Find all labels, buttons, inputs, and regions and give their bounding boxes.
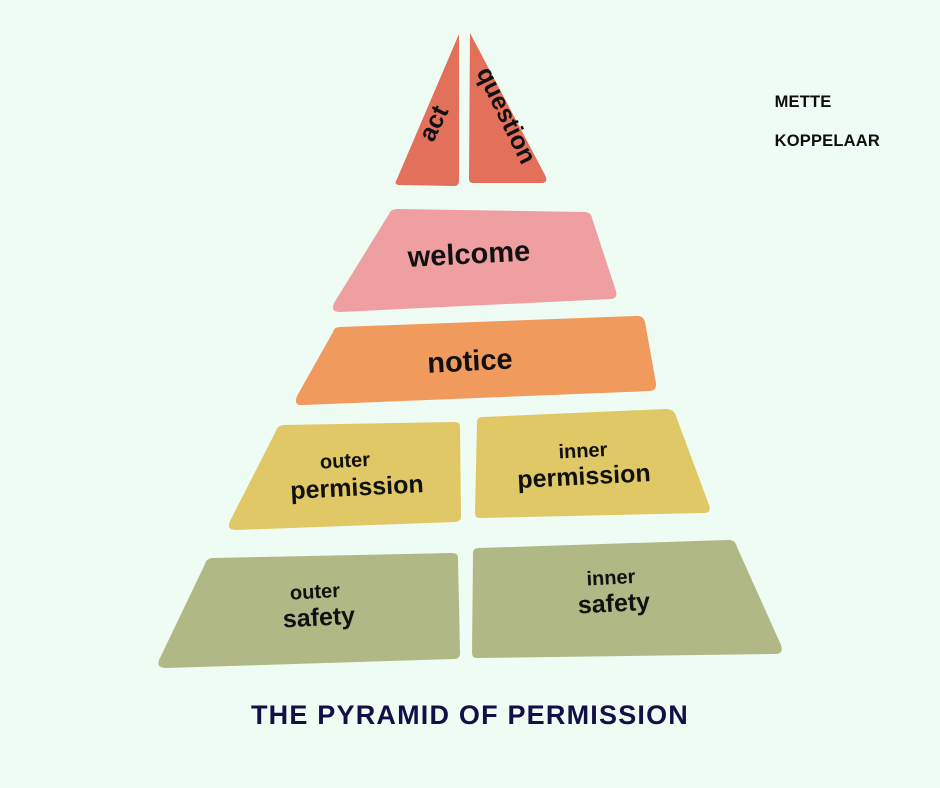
tier-5-block-inner-safety[interactable] xyxy=(472,539,782,658)
pyramid-tier-1: act question xyxy=(395,33,547,186)
tier-1-block-question[interactable] xyxy=(469,33,547,183)
tier-4-block-outer-permission[interactable] xyxy=(228,422,461,530)
tier-5-label-inner-small: inner xyxy=(586,566,636,591)
tier-3-block-notice[interactable] xyxy=(295,315,657,406)
tier-4-label-outer-large: permission xyxy=(290,470,425,505)
pyramid-tier-4: outer permission inner permission xyxy=(228,409,710,530)
author-credit-line-1: METTE xyxy=(774,93,832,112)
poster-caption: THE PYRAMID OF PERMISSION xyxy=(250,700,690,730)
tier-4-block-inner-permission[interactable] xyxy=(475,409,710,518)
tier-5-label-outer-large: safety xyxy=(282,602,356,634)
tier-5-block-outer-safety[interactable] xyxy=(158,553,460,668)
tier-3-label-notice: notice xyxy=(426,343,513,379)
tier-4-label-outer-small: outer xyxy=(319,449,370,474)
pyramid-tier-5: outer safety inner safety xyxy=(158,539,782,668)
tier-2-label-welcome: welcome xyxy=(406,235,531,273)
tier-1-block-act[interactable] xyxy=(395,34,459,186)
pyramid-tier-3: notice xyxy=(295,315,657,406)
tier-5-label-inner-large: safety xyxy=(577,588,651,620)
tier-4-label-inner-small: inner xyxy=(558,439,608,464)
author-credit: METTE KOPPELAAR xyxy=(775,74,880,171)
tier-4-label-inner-large: permission xyxy=(517,459,652,494)
tier-2-block-welcome[interactable] xyxy=(332,209,617,312)
author-credit-line-2: KOPPELAAR xyxy=(774,132,880,151)
pyramid-tier-2: welcome xyxy=(332,209,617,312)
tier-5-label-outer-small: outer xyxy=(289,580,340,605)
